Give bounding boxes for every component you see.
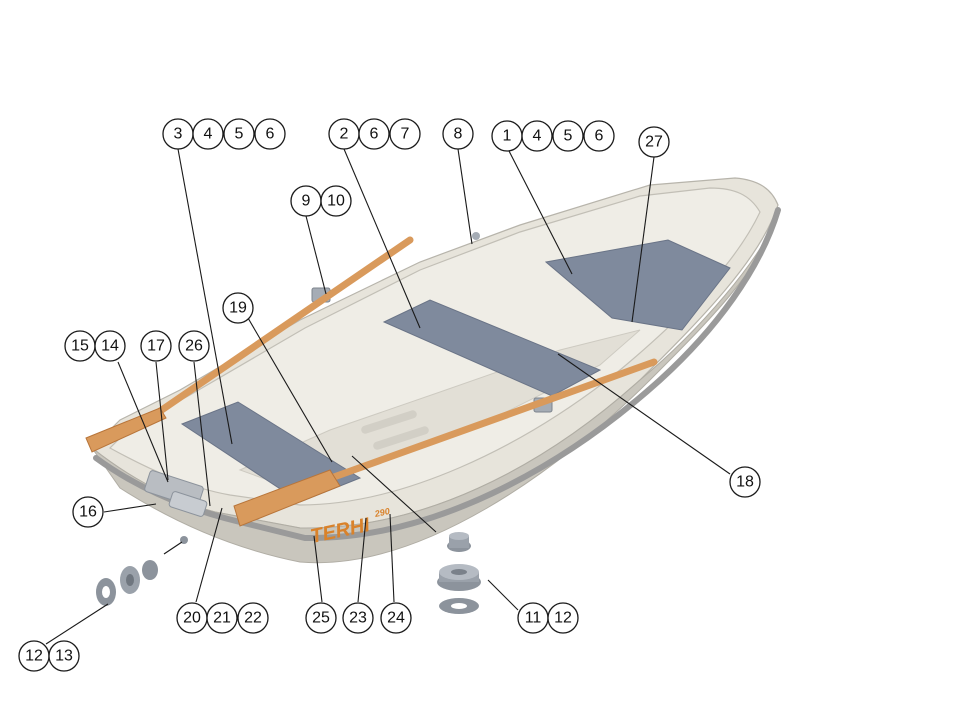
callout-8: 8	[442, 118, 474, 150]
callout-25: 25	[305, 602, 337, 634]
svg-text:6: 6	[595, 128, 604, 145]
svg-text:4: 4	[204, 126, 213, 143]
svg-text:2: 2	[340, 126, 349, 143]
bow-seat	[544, 239, 731, 331]
svg-text:5: 5	[235, 126, 244, 143]
svg-text:26: 26	[185, 338, 203, 355]
leader-16	[103, 503, 157, 513]
leader-12	[45, 603, 109, 645]
callout-1: 1	[491, 120, 523, 152]
callout-6: 6	[583, 120, 615, 152]
callout-23: 23	[342, 602, 374, 634]
svg-text:5: 5	[564, 128, 573, 145]
svg-text:12: 12	[25, 648, 43, 665]
svg-text:6: 6	[370, 126, 379, 143]
svg-text:4: 4	[533, 128, 542, 145]
svg-text:18: 18	[736, 474, 754, 491]
svg-text:21: 21	[213, 610, 231, 627]
leader-11	[487, 579, 519, 611]
model-label: 290	[373, 506, 391, 519]
leader-17	[155, 361, 169, 481]
svg-text:11: 11	[525, 610, 542, 627]
svg-text:19: 19	[229, 300, 247, 317]
svg-text:17: 17	[147, 338, 165, 355]
drain-plug-set-right	[437, 532, 481, 614]
callout-20: 20	[176, 602, 208, 634]
svg-text:20: 20	[183, 610, 201, 627]
svg-text:15: 15	[71, 338, 89, 355]
svg-text:27: 27	[645, 134, 663, 151]
svg-text:6: 6	[266, 126, 275, 143]
leader-24	[389, 513, 395, 603]
callout-19: 19	[222, 292, 254, 324]
callout-4: 4	[521, 120, 553, 152]
svg-text:22: 22	[244, 610, 262, 627]
callout-5: 5	[223, 118, 255, 150]
leader-14	[117, 361, 169, 483]
svg-text:23: 23	[349, 610, 367, 627]
leader-23	[357, 517, 367, 603]
svg-text:12: 12	[554, 610, 572, 627]
svg-text:13: 13	[55, 648, 73, 665]
callouts: 3 4 5 6 2 6 7 8 1 4 5 6 27 9 10 19 15 14…	[18, 118, 761, 672]
callout-11: 11	[517, 602, 549, 634]
callout-6: 6	[254, 118, 286, 150]
boat-illustration: TERHI 290	[85, 177, 781, 614]
callout-10: 10	[320, 185, 352, 217]
callout-6: 6	[358, 118, 390, 150]
callout-7: 7	[389, 118, 421, 150]
callout-3: 3	[162, 118, 194, 150]
leader-lines	[45, 148, 731, 645]
leader-16b	[163, 541, 183, 555]
callout-12: 12	[547, 602, 579, 634]
leader-8	[457, 148, 473, 245]
leader-26	[193, 361, 211, 507]
svg-text:8: 8	[454, 126, 463, 143]
callout-27: 27	[638, 126, 670, 158]
drain-plug-set-left	[96, 560, 158, 606]
svg-text:14: 14	[101, 338, 119, 355]
leader-9	[305, 215, 327, 295]
callout-24: 24	[380, 602, 412, 634]
leader-2	[343, 148, 421, 329]
callout-4: 4	[192, 118, 224, 150]
svg-text:9: 9	[302, 193, 311, 210]
callout-18: 18	[729, 466, 761, 498]
mooring-eye	[472, 232, 480, 240]
callout-9: 9	[290, 185, 322, 217]
callout-26: 26	[178, 330, 210, 362]
leader-1	[507, 148, 573, 275]
leader-19	[247, 317, 333, 463]
leader-3	[177, 148, 233, 445]
svg-text:10: 10	[327, 193, 345, 210]
callout-14: 14	[94, 330, 126, 362]
svg-text:25: 25	[312, 610, 330, 627]
leader-18	[557, 353, 731, 475]
svg-text:7: 7	[401, 126, 410, 143]
callout-22: 22	[237, 602, 269, 634]
callout-16: 16	[72, 496, 104, 528]
leader-25	[313, 535, 323, 603]
callout-21: 21	[206, 602, 238, 634]
middle-thwart-seat	[382, 299, 602, 397]
floor-slot	[361, 410, 417, 434]
port-oar	[85, 236, 414, 453]
svg-text:16: 16	[79, 504, 97, 521]
callout-5: 5	[552, 120, 584, 152]
leader-20	[195, 507, 223, 603]
callout-17: 17	[140, 330, 172, 362]
svg-text:3: 3	[174, 126, 183, 143]
callout-2: 2	[328, 118, 360, 150]
callout-12: 12	[18, 640, 50, 672]
svg-text:1: 1	[503, 128, 512, 145]
leader-27	[631, 156, 655, 323]
transom-fitting	[168, 491, 208, 517]
leader-18b	[351, 455, 437, 533]
callout-13: 13	[48, 640, 80, 672]
svg-text:24: 24	[387, 610, 405, 627]
floor-slot	[373, 426, 429, 450]
callout-15: 15	[64, 330, 96, 362]
